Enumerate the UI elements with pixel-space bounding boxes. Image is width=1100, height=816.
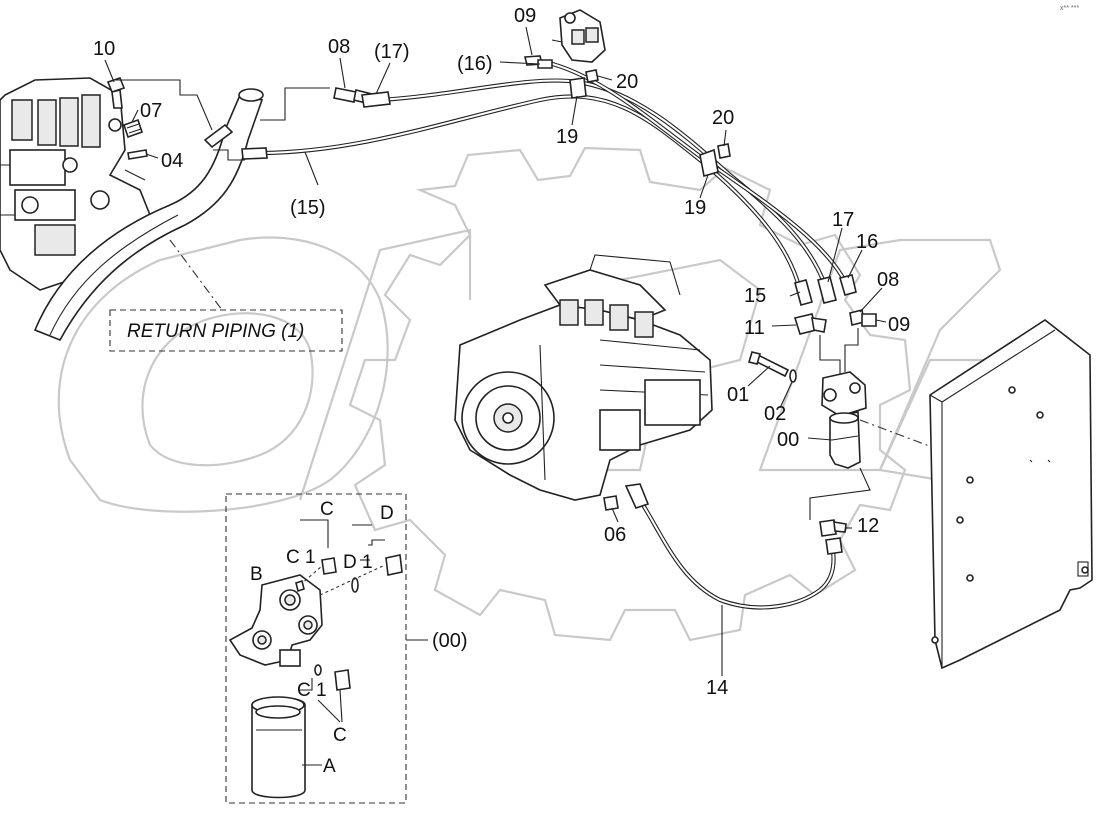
label-10: 10 — [93, 38, 115, 60]
fitting-17-lower — [817, 276, 837, 304]
clamp-19-lower — [699, 148, 719, 178]
pilot-valve-block — [551, 9, 606, 63]
label-07: 07 — [140, 100, 162, 122]
label-12: 12 — [857, 515, 879, 537]
fitting-16-upper — [537, 59, 553, 69]
corner-code: x** *** — [1060, 5, 1079, 12]
bolt-20-lower — [717, 143, 731, 159]
label-09-top: 09 — [514, 5, 536, 27]
fitting-10 — [106, 77, 126, 109]
detail-label-b: B — [250, 564, 263, 585]
hose-15 — [261, 94, 803, 291]
leader-lines — [104, 26, 887, 676]
engine — [454, 254, 713, 501]
connect-line-b — [844, 328, 859, 372]
label-09: 09 — [888, 314, 910, 336]
label-19-top: 19 — [556, 126, 578, 148]
fitting-04 — [127, 149, 148, 160]
return-piping-label: RETURN PIPING (1) — [127, 321, 304, 342]
hose-14 — [638, 498, 836, 610]
label-17-paren: (17) — [374, 41, 410, 63]
return-piping-box: RETURN PIPING (1) — [109, 309, 343, 352]
label-08-top: 08 — [328, 36, 350, 58]
label-20-top: 20 — [616, 71, 638, 93]
panel-dash — [859, 419, 941, 451]
label-17: 17 — [832, 209, 854, 231]
detail-label-c-bottom: C — [333, 725, 347, 746]
label-20-mid: 20 — [712, 107, 734, 129]
detail-label-d-top: D — [380, 503, 394, 524]
return-pipe — [33, 88, 264, 342]
label-19-mid: 19 — [684, 197, 706, 219]
bracket-line-c — [213, 149, 245, 161]
detail-label-c1-bottom: C 1 — [297, 680, 327, 701]
label-16-paren: (16) — [457, 53, 493, 75]
elbow-12 — [819, 519, 847, 537]
label-02: 02 — [764, 403, 786, 425]
detail-labels: C D C 1 D 1 B C 1 C A — [250, 499, 394, 777]
detail-label-c1-top: C 1 — [286, 547, 316, 568]
detail-label-d1: D 1 — [343, 552, 373, 573]
filter-00 — [821, 371, 867, 469]
watermark — [57, 146, 1002, 642]
label-15: 15 — [744, 285, 766, 307]
detail-label-a: A — [323, 756, 336, 777]
clamp-19-upper — [569, 77, 587, 99]
return-dash — [169, 239, 223, 311]
fitting-16-lower — [838, 274, 857, 296]
part-labels: 10 07 04 08 (17) (15) 09 (16) 20 19 20 1… — [93, 5, 910, 699]
connect-line-a — [819, 335, 841, 380]
fitting-14-end-a — [624, 483, 650, 509]
bolt-20-upper — [585, 69, 599, 83]
label-11: 11 — [744, 317, 765, 339]
detail-inset — [225, 493, 428, 804]
label-04: 04 — [161, 150, 183, 172]
fitting-15-upper — [241, 147, 268, 160]
label-14: 14 — [706, 677, 728, 699]
label-00: 00 — [777, 429, 799, 451]
label-08: 08 — [877, 269, 899, 291]
elbow-11 — [793, 313, 827, 335]
fitting-09-lower — [861, 313, 877, 327]
side-panel — [929, 319, 1093, 670]
bolt-01 — [747, 351, 790, 378]
washer-02 — [789, 369, 797, 383]
fitting-06 — [603, 495, 619, 511]
bracket-line-a — [115, 79, 213, 131]
fitting-07 — [122, 118, 144, 139]
fitting-14-end-b — [825, 537, 843, 555]
filter-bracket-line — [809, 467, 871, 520]
label-15-paren: (15) — [290, 197, 326, 219]
detail-label-c-top: C — [320, 499, 334, 520]
hose-17 — [379, 78, 827, 286]
fitting-17-upper — [361, 91, 391, 108]
fitting-15-lower — [794, 279, 813, 306]
label-00-paren: (00) — [432, 630, 468, 652]
label-01: 01 — [727, 384, 749, 406]
label-06: 06 — [604, 524, 626, 546]
bracket-line-b — [260, 87, 330, 121]
label-16: 16 — [856, 231, 878, 253]
